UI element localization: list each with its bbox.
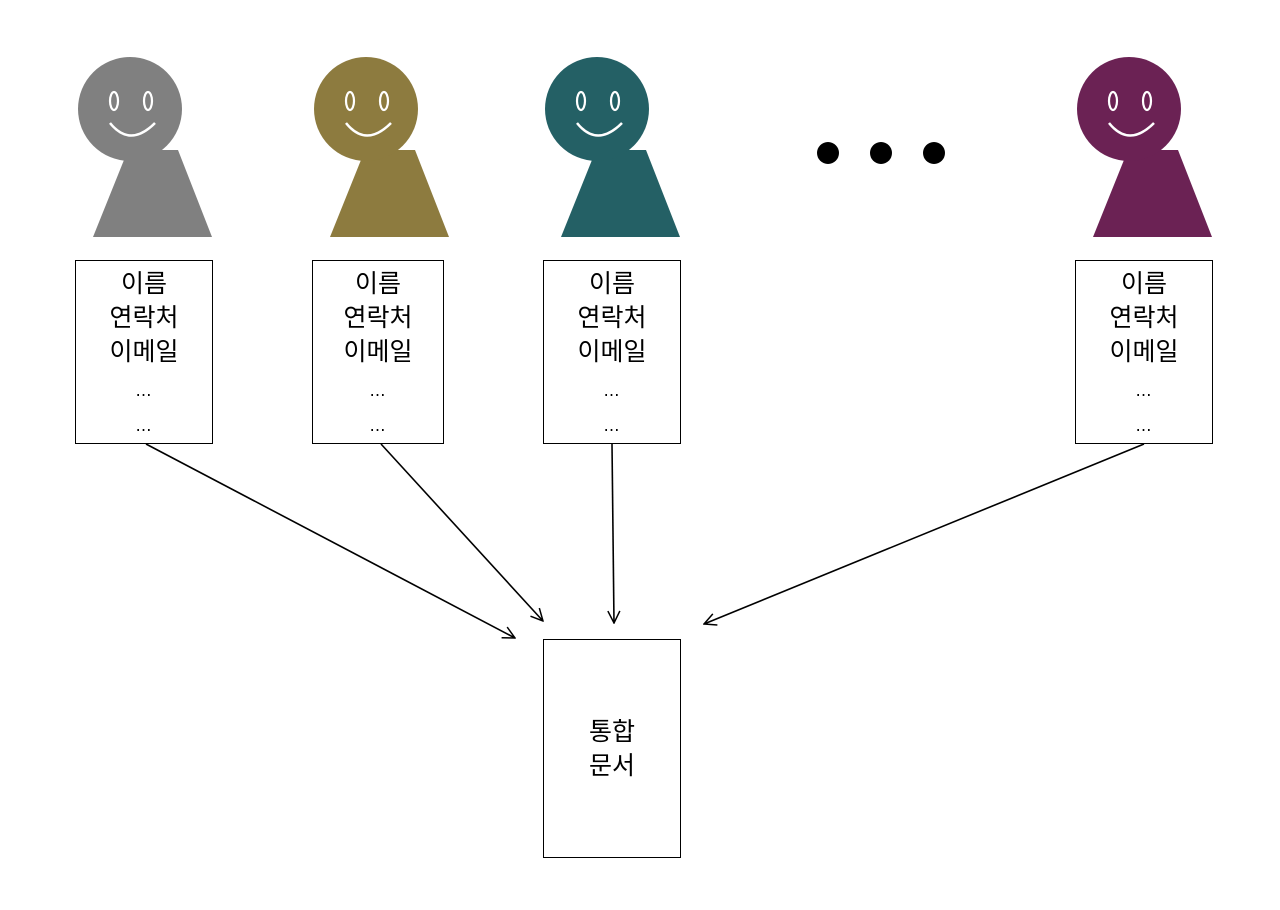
arrow-card3-to-document (612, 443, 614, 623)
contact-card: 이름 연락처 이메일 … … (75, 260, 213, 444)
person-head (1077, 57, 1181, 161)
left-eye (344, 90, 356, 112)
person-icon (545, 57, 680, 237)
card-line-name: 이름 (588, 269, 635, 298)
smile (1108, 122, 1155, 137)
right-eye (378, 90, 390, 112)
card-line-ellipsis: … (369, 381, 387, 400)
card-line-name: 이름 (120, 269, 167, 298)
card-line-ellipsis: … (603, 381, 621, 400)
contact-card: 이름 연락처 이메일 … … (312, 260, 444, 444)
card-line-email: 이메일 (1109, 337, 1179, 366)
merged-document: 통합 문서 (543, 639, 681, 858)
card-line-name: 이름 (1120, 269, 1167, 298)
smile (576, 122, 623, 137)
contact-card: 이름 연락처 이메일 … … (543, 260, 681, 444)
card-line-contact: 연락처 (1109, 303, 1179, 332)
smile (345, 122, 392, 137)
person-body (561, 150, 680, 237)
card-line-ellipsis: … (135, 416, 153, 435)
right-eye (142, 90, 154, 112)
ellipsis-dot (817, 142, 839, 164)
person-body (93, 150, 212, 237)
left-eye (108, 90, 120, 112)
left-eye (575, 90, 587, 112)
card-line-ellipsis: … (1135, 381, 1153, 400)
left-eye (1107, 90, 1119, 112)
contact-card: 이름 연락처 이메일 … … (1075, 260, 1213, 444)
ellipsis-dot (870, 142, 892, 164)
card-line-name: 이름 (354, 269, 401, 298)
card-line-ellipsis: … (369, 416, 387, 435)
card-line-contact: 연락처 (109, 303, 179, 332)
smile (109, 122, 156, 137)
card-line-email: 이메일 (109, 337, 179, 366)
arrow-card2-to-document (380, 443, 543, 621)
card-line-contact: 연락처 (577, 303, 647, 332)
person-body (1093, 150, 1212, 237)
arrow-card1-to-document (145, 443, 515, 638)
person-icon (78, 57, 212, 237)
card-line-contact: 연락처 (343, 303, 413, 332)
card-line-email: 이메일 (577, 337, 647, 366)
card-line-ellipsis: … (135, 381, 153, 400)
ellipsis-dot (923, 142, 945, 164)
right-eye (1141, 90, 1153, 112)
card-line-email: 이메일 (343, 337, 413, 366)
person-body (330, 150, 449, 237)
merged-document-line: 문서 (588, 750, 635, 780)
ellipsis-icon (817, 142, 945, 164)
arrow-card4-to-document (704, 443, 1145, 624)
card-line-ellipsis: … (603, 416, 621, 435)
right-eye (609, 90, 621, 112)
person-head (78, 57, 182, 161)
person-head (545, 57, 649, 161)
person-icon (314, 57, 449, 237)
person-head (314, 57, 418, 161)
person-icon (1077, 57, 1212, 237)
card-line-ellipsis: … (1135, 416, 1153, 435)
merged-document-line: 통합 (588, 716, 635, 746)
